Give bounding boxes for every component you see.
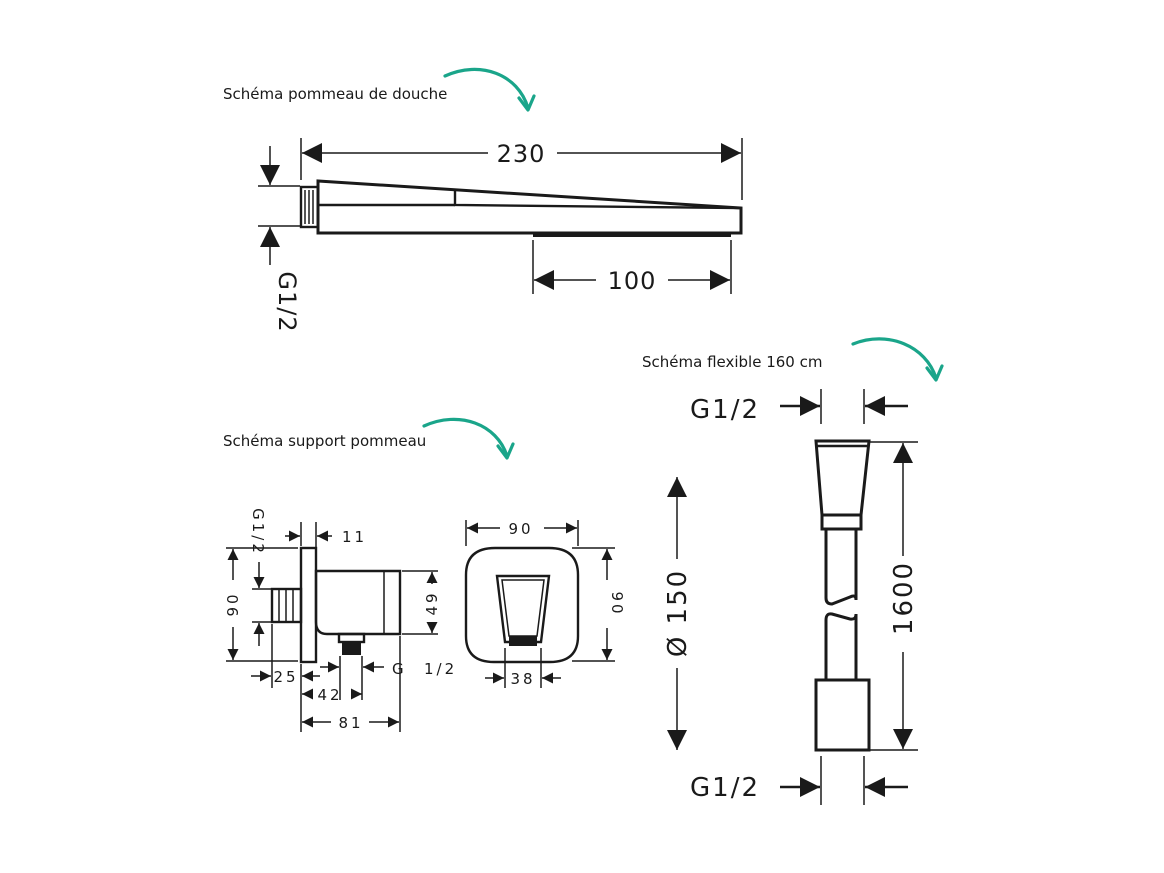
dim-outlet-thread-g: G — [392, 660, 407, 678]
dim-front-height: 90 — [608, 591, 626, 616]
dim-front-width: 90 — [508, 520, 533, 538]
teal-arrowhead-icon — [925, 364, 944, 382]
dim-support-height: 90 — [224, 591, 242, 616]
dim-support-depth: 81 — [338, 714, 363, 732]
dim-outlet-position: 42 — [317, 686, 342, 704]
dim-hose-thread-bottom: G1/2 — [690, 773, 760, 803]
flexible-hose-drawing — [814, 439, 871, 752]
teal-curved-arrow-icon — [851, 337, 938, 380]
support-front-drawing — [464, 546, 580, 664]
dim-support-thread: G1/2 — [249, 508, 267, 556]
teal-curved-arrow-icon — [422, 417, 509, 458]
label-support: Schéma support pommeau — [223, 432, 426, 450]
dim-hose-length: 1600 — [889, 561, 919, 635]
teal-curved-arrow-icon — [443, 67, 530, 110]
label-flexible: Schéma flexible 160 cm — [642, 353, 822, 371]
dim-body-height: 49 — [423, 590, 441, 615]
dim-hose-thread-top: G1/2 — [690, 395, 760, 425]
dim-shower-length: 230 — [497, 140, 546, 168]
dim-front-inner: 38 — [510, 670, 535, 688]
dim-outlet-thread-frac: 1/2 — [424, 660, 457, 678]
dim-spray-length: 100 — [608, 267, 657, 295]
teal-arrowhead-icon — [496, 442, 515, 460]
dim-shower-thread: G1/2 — [273, 271, 301, 332]
label-shower-head: Schéma pommeau de douche — [223, 85, 447, 103]
teal-arrowhead-icon — [517, 94, 536, 112]
dim-plate-offset: 11 — [342, 528, 367, 546]
support-side-drawing — [270, 546, 402, 664]
dim-outlet-offset: 25 — [273, 668, 298, 686]
dim-hose-diameter: Ø 150 — [663, 569, 693, 657]
shower-head-drawing — [299, 179, 743, 237]
